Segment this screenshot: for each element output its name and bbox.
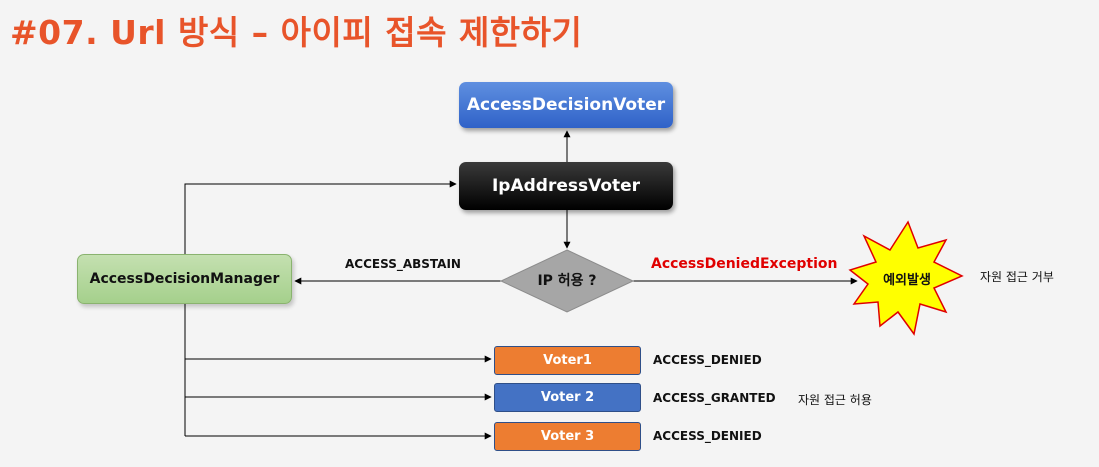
voter3-box: Voter 3 xyxy=(494,422,641,451)
voter2-box: Voter 2 xyxy=(494,383,641,412)
voter3-result-label: ACCESS_DENIED xyxy=(653,429,762,443)
access-decision-voter-box: AccessDecisionVoter xyxy=(459,82,673,128)
decision-diamond xyxy=(499,249,635,313)
voter1-result-label: ACCESS_DENIED xyxy=(653,353,762,367)
exception-burst-label: 예외발생 xyxy=(883,273,931,288)
grant-note: 자원 접근 허용 xyxy=(798,393,872,407)
deny-note: 자원 접근 거부 xyxy=(980,270,1054,284)
exception-label: AccessDeniedException xyxy=(651,256,838,272)
ip-address-voter-box: IpAddressVoter xyxy=(459,162,673,210)
voter1-box: Voter1 xyxy=(494,346,641,375)
access-decision-manager-box: AccessDecisionManager xyxy=(77,254,292,304)
abstain-label: ACCESS_ABSTAIN xyxy=(345,257,461,271)
decision-label: IP 허용 ? xyxy=(537,273,597,289)
exception-burst-shape xyxy=(848,220,964,336)
page-title: #07. Url 방식 – 아이피 접속 제한하기 xyxy=(10,13,583,52)
voter2-result-label: ACCESS_GRANTED xyxy=(653,391,776,405)
arrow-manager-to-ipvoter xyxy=(184,180,457,254)
